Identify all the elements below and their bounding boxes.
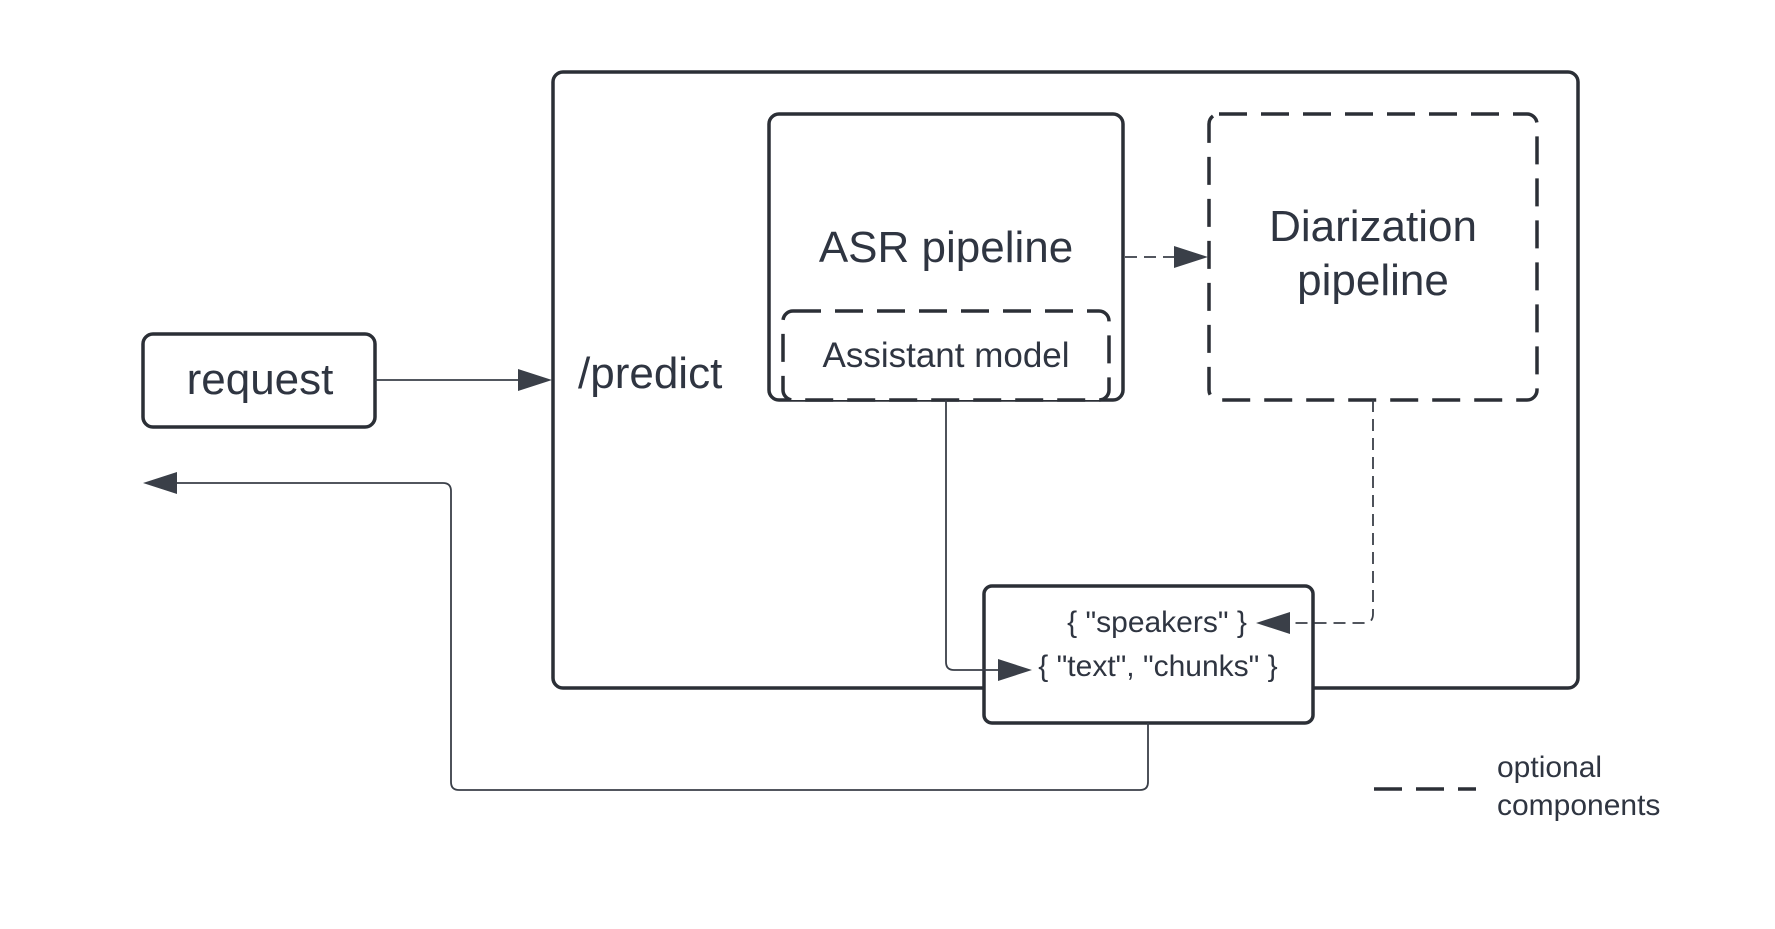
diarization-to-output-connector [1290,400,1374,624]
response-return-connector [176,482,1149,791]
output-text-chunks-label: { "text", "chunks" } [1038,650,1277,683]
diarization-pipeline-label-line1: Diarization [1269,202,1477,251]
output-speakers-label: { "speakers" } [1067,606,1247,639]
response-arrowhead [143,472,177,494]
request-to-predict-arrowhead [518,369,552,391]
predict-endpoint-label: /predict [578,349,722,398]
request-label: request [187,355,334,404]
assistant-model-label: Assistant model [822,336,1069,375]
diarization-pipeline-label-line2: pipeline [1297,256,1449,305]
asr-to-output-connector [945,400,1000,671]
asr-pipeline-label: ASR pipeline [819,223,1073,272]
asr-to-diarization-arrowhead [1174,246,1208,268]
diarization-to-output-arrowhead [1256,612,1290,634]
legend-label-line1: optional [1497,751,1602,784]
legend-label-line2: components [1497,789,1660,822]
asr-to-output-arrowhead [998,659,1032,681]
